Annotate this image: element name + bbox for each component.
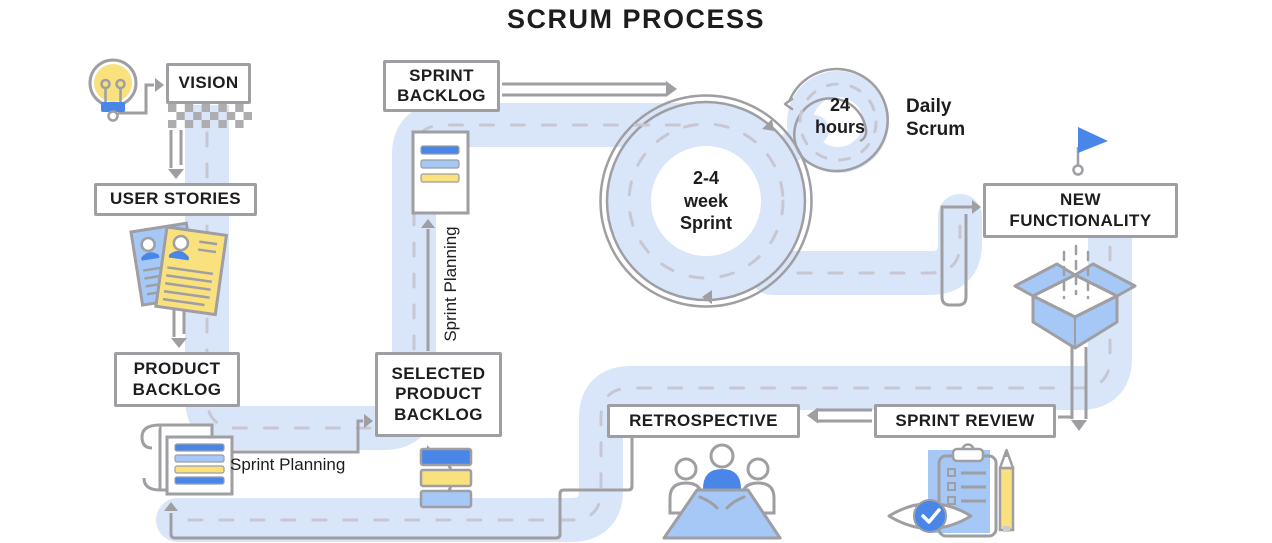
sync-bars-icon	[419, 445, 473, 509]
arrow-to-new-functionality	[972, 200, 981, 214]
arrow-feedback-up	[164, 502, 178, 511]
box-to-review-line	[1058, 347, 1088, 419]
user-stories-icon	[129, 221, 229, 317]
loop-to-functionality-line	[940, 205, 973, 307]
sprint-ring-arrow-top	[762, 118, 775, 131]
finish-flag-icon	[1072, 127, 1108, 176]
check-icon	[921, 508, 941, 524]
arrow-into-vision	[155, 78, 164, 92]
retrospective-meeting-icon	[662, 443, 782, 540]
sprint-review-icon	[887, 443, 1015, 538]
daily-loop-spiral-outline	[787, 67, 889, 173]
retro-feedback-line	[169, 436, 634, 540]
arrow-to-selected-backlog	[364, 414, 373, 428]
backlog-scroll-icon	[140, 423, 234, 496]
lightbulb-icon	[88, 58, 138, 122]
backlog-to-sprint-line	[502, 82, 666, 97]
open-box-icon	[1013, 244, 1137, 350]
sprint-ring-arrow-bottom	[702, 290, 712, 304]
review-to-retro-line	[818, 408, 872, 423]
sprint-circle-outline	[599, 67, 889, 308]
arrowheads	[155, 78, 1087, 511]
arrow-to-sprint-circle	[666, 81, 677, 97]
sprint-planning-line	[232, 419, 363, 454]
arrow-to-sprint-doc	[421, 219, 435, 228]
daily-loop-chevron-icon	[783, 97, 794, 111]
checkered-flag-icon	[168, 104, 252, 128]
pencil-icon	[998, 448, 1015, 532]
connectors	[118, 82, 1088, 540]
arrow-to-sprint-review	[1071, 420, 1087, 431]
sprint-backlog-doc-icon	[411, 130, 470, 215]
vision-to-stories-line	[169, 130, 183, 168]
arrow-to-retrospective	[807, 407, 818, 424]
arrow-to-product-backlog	[171, 338, 187, 348]
arrow-to-user-stories	[168, 169, 184, 179]
bulb-to-vision-line	[118, 83, 154, 115]
